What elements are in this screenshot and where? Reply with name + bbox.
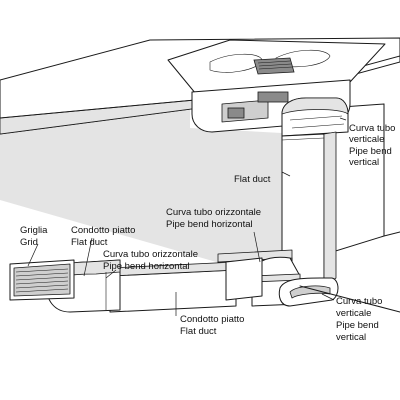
label-pipe-bend-horizontal-right: Curva tubo orizzontale Pipe bend horizon… [166, 207, 264, 230]
label-vertical-bend-lower: Curva tubo verticale Pipe bend vertical [336, 296, 385, 343]
label-flat-duct-vertical: Flat duct [234, 174, 271, 185]
label-flat-duct-left: Condotto piatto Flat duct [71, 225, 138, 248]
grid-vent [9, 259, 75, 301]
floor-line [299, 231, 400, 313]
leader-lines [27, 117, 347, 316]
pipe-bend-vertical-upper [281, 97, 349, 137]
label-flat-duct-bottom: Condotto piatto Flat duct [180, 314, 247, 337]
label-grid: Griglia Grid [20, 225, 50, 248]
pipe-bend-vertical-lower [251, 273, 339, 307]
flat-duct-horizontal-long [109, 257, 263, 313]
label-vertical-bend-upper: Curva tubo verticale Pipe bend vertical [349, 123, 398, 168]
cooktop [167, 39, 386, 95]
label-pipe-bend-horizontal-left: Curva tubo orizzontale Pipe bend horizon… [103, 249, 201, 272]
flat-duct-vertical [281, 131, 337, 289]
